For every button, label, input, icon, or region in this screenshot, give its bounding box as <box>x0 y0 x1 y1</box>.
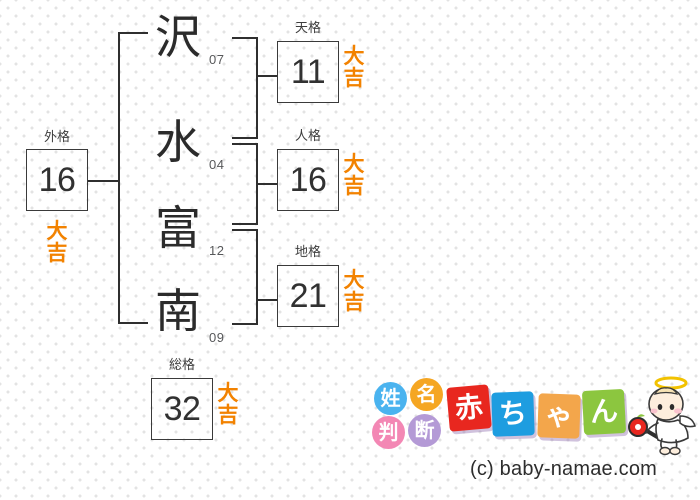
chikaku-label: 地格 <box>294 245 321 260</box>
gaikaku-label: 外格 <box>43 130 70 145</box>
jinkaku-label: 人格 <box>294 129 321 144</box>
tenkaku-bracket-top <box>232 37 258 39</box>
name-char-2-strokes: 04 <box>209 157 225 172</box>
tenkaku-label: 天格 <box>294 21 321 36</box>
logo-badge-han: 判 <box>372 416 405 449</box>
chikaku-bracket-bottom <box>232 323 258 325</box>
site-logo[interactable]: 姓 名 判 断 赤 ち ゃ ん <box>370 372 696 496</box>
tenkaku-value: 11 <box>290 53 326 91</box>
gaikaku-fortune-char-2: 吉 <box>46 241 68 265</box>
chikaku-bracket-spine <box>256 229 258 325</box>
jinkaku-fortune: 大 吉 <box>342 153 366 197</box>
gaikaku-bracket-spine <box>118 32 120 324</box>
logo-badge-dan: 断 <box>408 414 441 447</box>
name-char-4-strokes: 09 <box>209 330 225 345</box>
gaikaku-value: 16 <box>38 161 76 199</box>
copyright-text: (c) baby-namae.com <box>470 458 657 480</box>
logo-tile-n: ん <box>581 388 627 436</box>
jinkaku-connector <box>256 183 278 185</box>
tenkaku-connector <box>256 75 278 77</box>
chikaku-fortune-char-1: 大 <box>343 268 365 292</box>
name-char-1: 沢 <box>155 10 201 64</box>
gaikaku-fortune: 大 吉 <box>45 220 69 264</box>
name-char-1-strokes: 07 <box>209 52 225 67</box>
chikaku-fortune: 大 吉 <box>342 269 366 313</box>
name-char-3: 富 <box>155 201 201 255</box>
name-char-4: 南 <box>155 284 201 338</box>
baby-angel-icon <box>645 376 696 456</box>
chikaku-fortune-char-2: 吉 <box>343 290 365 314</box>
tenkaku-fortune: 大 吉 <box>342 45 366 89</box>
baby-rattle-icon <box>628 414 661 440</box>
tenkaku-bracket-spine <box>256 37 258 139</box>
soukaku-label: 総格 <box>168 358 195 373</box>
soukaku-fortune-char-2: 吉 <box>217 403 239 427</box>
jinkaku-fortune-char-1: 大 <box>343 152 365 176</box>
name-char-2: 水 <box>155 115 201 169</box>
gaikaku-box: 16 <box>26 149 88 211</box>
jinkaku-fortune-char-2: 吉 <box>343 174 365 198</box>
logo-tile-chi: ち <box>491 391 535 437</box>
jinkaku-bracket-bottom <box>232 223 258 225</box>
tenkaku-box: 11 <box>277 41 339 103</box>
name-char-3-strokes: 12 <box>209 243 225 258</box>
chikaku-box: 21 <box>277 265 339 327</box>
gaikaku-fortune-char-1: 大 <box>46 219 68 243</box>
chikaku-bracket-top <box>232 229 258 231</box>
tenkaku-fortune-char-1: 大 <box>343 44 365 68</box>
jinkaku-bracket-top <box>232 143 258 145</box>
soukaku-fortune-char-1: 大 <box>217 381 239 405</box>
gaikaku-connector <box>88 180 120 182</box>
logo-badge-mei: 名 <box>410 378 443 411</box>
chikaku-connector <box>256 299 278 301</box>
gaikaku-bracket-top <box>118 32 148 34</box>
soukaku-box: 32 <box>151 378 213 440</box>
logo-tile-aka: 赤 <box>446 384 492 432</box>
jinkaku-value: 16 <box>289 161 327 199</box>
chikaku-value: 21 <box>289 277 327 315</box>
soukaku-value: 32 <box>163 390 201 428</box>
tenkaku-fortune-char-2: 吉 <box>343 66 365 90</box>
soukaku-fortune: 大 吉 <box>216 382 240 426</box>
logo-badge-sei: 姓 <box>374 382 407 415</box>
gaikaku-bracket-bottom <box>118 322 148 324</box>
jinkaku-box: 16 <box>277 149 339 211</box>
tenkaku-bracket-bottom <box>232 137 258 139</box>
logo-tile-ya: ゃ <box>537 393 581 439</box>
